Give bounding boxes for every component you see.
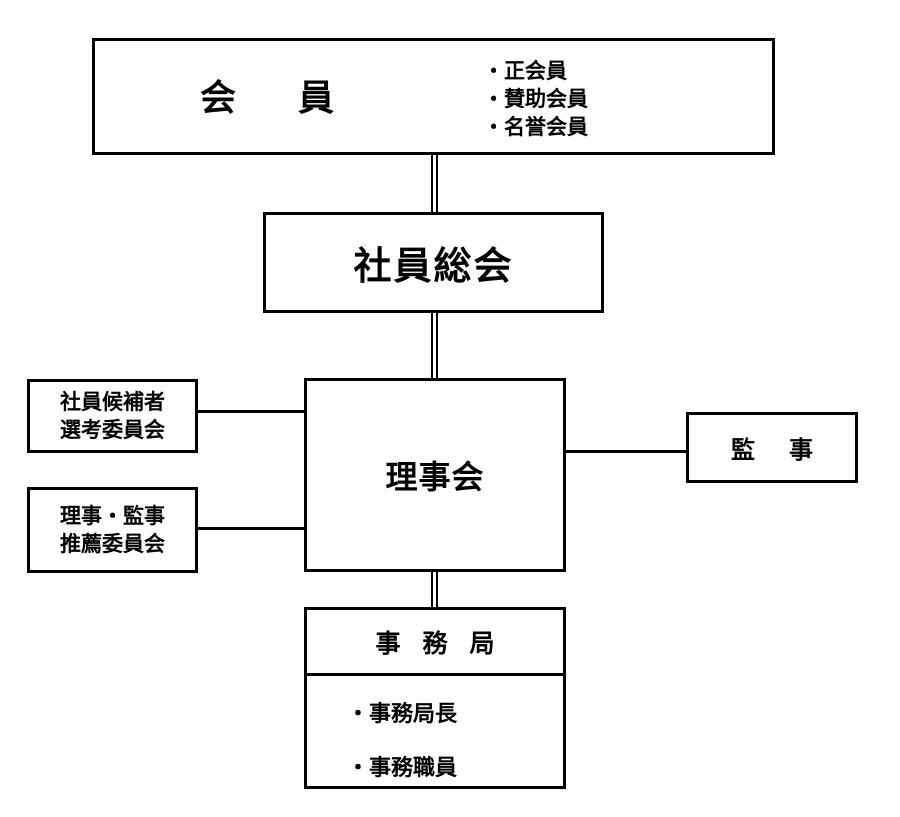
auditor-label-char: 監	[731, 436, 755, 464]
secretariat-staff-list: ・事務局長 ・事務職員	[347, 688, 457, 796]
candidate-committee-line: 社員候補者	[60, 390, 165, 414]
member-type-item: ・正会員	[483, 59, 567, 83]
connector-general-meeting-to-board	[431, 313, 438, 378]
members-title-char: 員	[298, 78, 335, 119]
member-types-list: ・正会員 ・賛助会員 ・名誉会員	[483, 57, 588, 141]
members-box: 会 員 ・正会員 ・賛助会員 ・名誉会員	[92, 38, 775, 155]
connector-board-to-secretariat	[431, 572, 438, 607]
connector-board-to-auditor	[566, 450, 686, 453]
members-title: 会 員	[200, 69, 334, 121]
connector-candidate-committee-to-board	[198, 410, 304, 413]
secretariat-staff-item: ・事務職員	[347, 756, 458, 781]
secretariat-title-char: 事	[375, 628, 401, 658]
secretariat-title: 事 務 局	[307, 610, 563, 676]
secretariat-staff-item: ・事務局長	[347, 702, 458, 727]
auditor-label-char: 事	[789, 436, 813, 464]
officer-nomination-committee-label: 理事・監事 推薦委員会	[30, 490, 195, 570]
general-meeting-box: 社員総会	[263, 212, 604, 313]
secretariat-title-char: 務	[422, 628, 448, 658]
member-type-item: ・賛助会員	[483, 87, 588, 111]
board-of-directors-box: 理事会	[304, 378, 566, 572]
auditor-label: 監 事	[689, 415, 855, 480]
member-type-item: ・名誉会員	[483, 115, 588, 139]
candidate-committee-box: 社員候補者 選考委員会	[27, 379, 198, 453]
officer-nomination-committee-box: 理事・監事 推薦委員会	[27, 487, 198, 573]
officer-committee-line: 理事・監事	[60, 504, 165, 528]
general-meeting-label: 社員総会	[353, 244, 514, 288]
candidate-committee-line: 選考委員会	[60, 418, 165, 442]
members-title-char: 会	[200, 78, 237, 119]
secretariat-box: 事 務 局 ・事務局長 ・事務職員	[304, 607, 566, 789]
board-of-directors-label: 理事会	[385, 458, 485, 496]
officer-committee-line: 推薦委員会	[60, 532, 165, 556]
connector-members-to-general-meeting	[431, 155, 438, 212]
secretariat-title-char: 局	[469, 628, 495, 658]
candidate-committee-label: 社員候補者 選考委員会	[30, 382, 195, 450]
connector-officer-committee-to-board	[198, 527, 304, 530]
auditor-box: 監 事	[686, 412, 858, 483]
